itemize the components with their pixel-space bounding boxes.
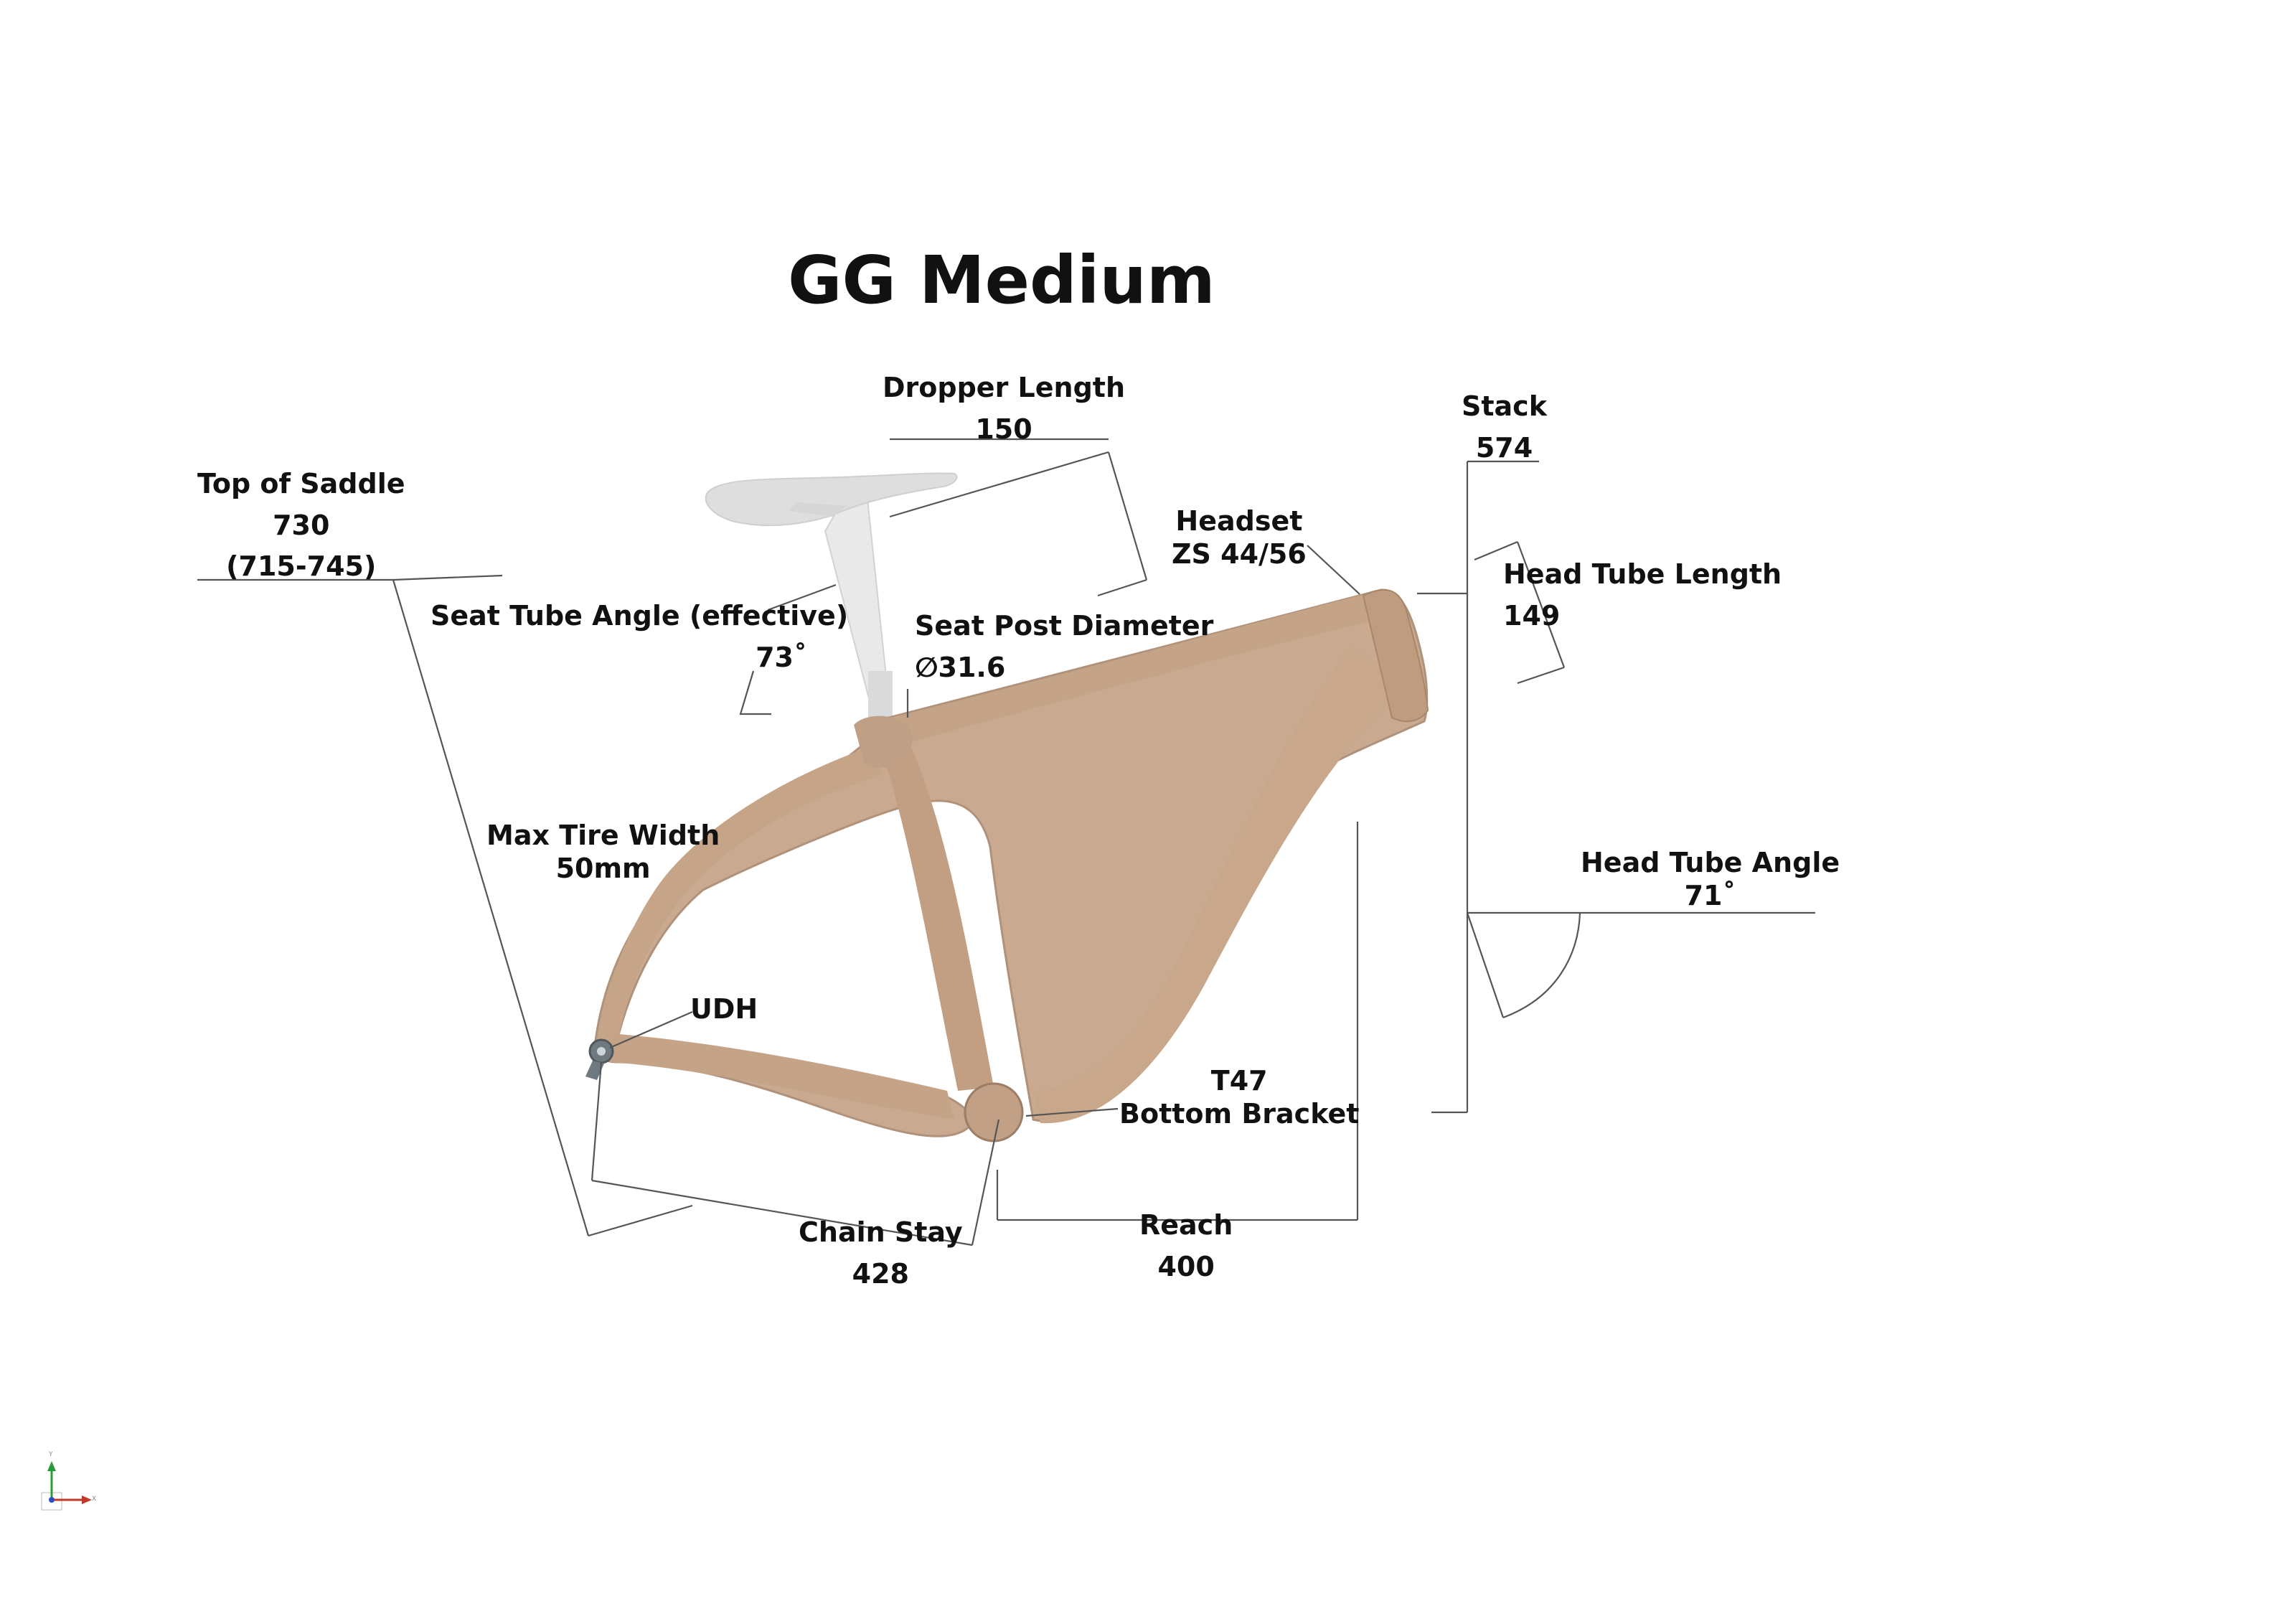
frame xyxy=(594,588,1429,1142)
bottom-bracket-label: T47 Bottom Bracket xyxy=(1119,1065,1359,1130)
seat-tube-angle-value: 73˚ xyxy=(756,641,807,673)
chain-stay-label: Chain Stay 428 xyxy=(799,1216,963,1290)
saddle xyxy=(705,472,958,527)
bottom-bracket-name: T47 xyxy=(1210,1065,1268,1097)
top-of-saddle-label: Top of Saddle 730 (715-745) xyxy=(197,468,405,583)
top-of-saddle-name: Top of Saddle xyxy=(197,468,405,499)
bottom-bracket-value: Bottom Bracket xyxy=(1119,1097,1360,1130)
stack-value: 574 xyxy=(1475,431,1533,464)
seat-post-diameter-value: ∅31.6 xyxy=(915,651,1006,683)
page-title: GG Medium xyxy=(788,242,1215,319)
dropper-length-name: Dropper Length xyxy=(883,372,1125,403)
seat-tube-angle-label: Seat Tube Angle (effective) 73˚ xyxy=(430,600,849,674)
seat-tube-angle-name: Seat Tube Angle (effective) xyxy=(430,600,849,632)
head-tube-angle-value: 71˚ xyxy=(1684,879,1736,911)
max-tire-width-value: 50mm xyxy=(555,852,651,884)
headset-label: Headset ZS 44/56 xyxy=(1172,505,1307,571)
stack-label: Stack 574 xyxy=(1462,390,1547,464)
stack-name: Stack xyxy=(1462,390,1547,422)
head-tube-length-label: Head Tube Length 149 xyxy=(1503,558,1782,632)
reach-label: Reach 400 xyxy=(1139,1209,1233,1283)
chain-stay-value: 428 xyxy=(852,1257,909,1290)
headset-value: ZS 44/56 xyxy=(1172,538,1307,570)
head-tube-angle-label: Head Tube Angle 71˚ xyxy=(1581,847,1840,912)
axis-triad xyxy=(41,1461,92,1511)
max-tire-width-label: Max Tire Width 50mm xyxy=(486,820,720,885)
reach-value: 400 xyxy=(1157,1250,1215,1282)
dropper-length-value: 150 xyxy=(975,413,1032,445)
max-tire-width-name: Max Tire Width xyxy=(486,820,720,851)
top-of-saddle-range: (715-745) xyxy=(226,550,377,583)
udh-dropout xyxy=(585,1038,614,1080)
reach-name: Reach xyxy=(1139,1209,1233,1241)
headset-name: Headset xyxy=(1175,505,1303,537)
axis-x-label: X xyxy=(92,1496,97,1503)
seat-post-diameter-label: Seat Post Diameter ∅31.6 xyxy=(915,610,1213,684)
dimension-lines xyxy=(197,438,1815,1247)
dropper-length-label: Dropper Length 150 xyxy=(883,372,1125,446)
seat-post-diameter-name: Seat Post Diameter xyxy=(915,610,1214,642)
head-tube-length-name: Head Tube Length xyxy=(1503,558,1782,590)
axis-y-label: Y xyxy=(49,1451,53,1458)
top-of-saddle-value: 730 xyxy=(273,509,330,541)
udh-label: UDH xyxy=(690,993,758,1025)
head-tube-length-value: 149 xyxy=(1503,599,1561,632)
chain-stay-name: Chain Stay xyxy=(799,1216,963,1248)
head-tube-angle-name: Head Tube Angle xyxy=(1581,847,1840,878)
